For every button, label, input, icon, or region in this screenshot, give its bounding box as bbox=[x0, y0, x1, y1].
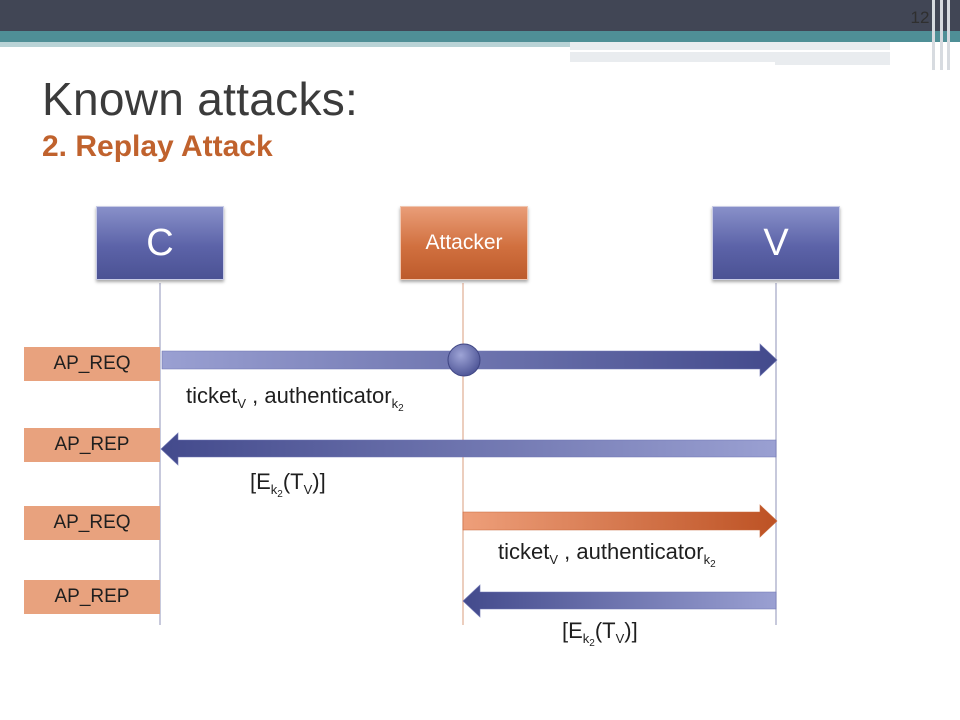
actor-attacker: Attacker bbox=[400, 206, 528, 280]
actor-client-label: C bbox=[146, 221, 174, 264]
message-replayed-ticket-authenticator: ticketV , authenticatork2 bbox=[498, 539, 716, 570]
header-light-band bbox=[0, 42, 570, 47]
header-rule bbox=[940, 0, 943, 70]
arrow-ap-req-2 bbox=[462, 504, 778, 538]
arrow-ap-rep-1 bbox=[160, 432, 777, 466]
actor-verifier-label: V bbox=[763, 221, 789, 264]
step-label: AP_REQ bbox=[24, 506, 160, 540]
step-label: AP_REP bbox=[24, 428, 160, 462]
message-encrypted-timestamp: [Ek2(TV)] bbox=[250, 469, 326, 500]
intercept-point bbox=[447, 343, 481, 377]
slide-subtitle: 2. Replay Attack bbox=[42, 130, 273, 163]
slide-number: 12 bbox=[910, 8, 930, 27]
header-rule bbox=[947, 0, 950, 70]
arrow-ap-rep-2 bbox=[462, 584, 777, 618]
header-divider bbox=[0, 47, 890, 50]
slide-title: Known attacks: bbox=[42, 73, 359, 125]
actor-attacker-label: Attacker bbox=[425, 231, 503, 254]
header-accent-band bbox=[0, 31, 960, 42]
actor-verifier: V bbox=[712, 206, 840, 280]
header-rule bbox=[932, 0, 935, 70]
message-encrypted-timestamp-reply: [Ek2(TV)] bbox=[562, 618, 638, 649]
step-label: AP_REQ bbox=[24, 347, 160, 381]
actor-client: C bbox=[96, 206, 224, 280]
message-ticket-authenticator: ticketV , authenticatork2 bbox=[186, 383, 404, 414]
step-label: AP_REP bbox=[24, 580, 160, 614]
header-panel-lower bbox=[570, 52, 890, 62]
header-panel bbox=[570, 42, 890, 50]
header-panel-tab bbox=[775, 62, 890, 65]
header-bar bbox=[0, 0, 960, 31]
